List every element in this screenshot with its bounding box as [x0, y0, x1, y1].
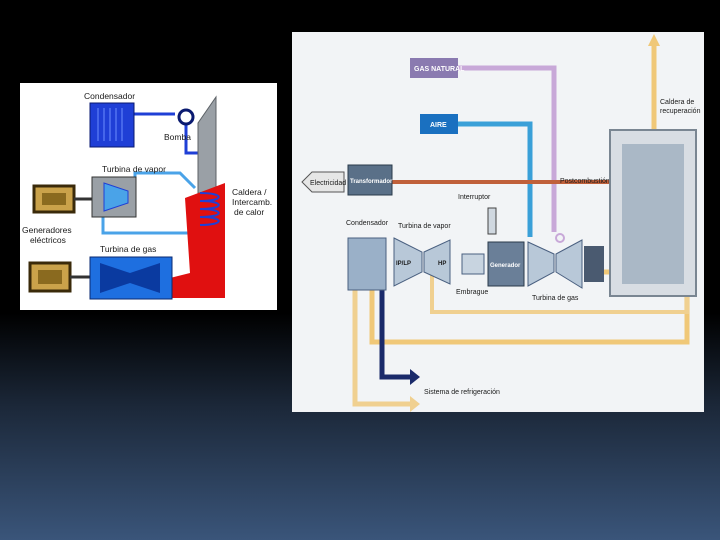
interruptor-switch — [487, 207, 497, 235]
label-generadores-1: Generadores — [22, 225, 72, 235]
label-generadores-2: eléctricos — [30, 235, 66, 245]
label-hp: HP — [438, 261, 446, 267]
condenser-box — [347, 237, 387, 291]
condenser-box — [89, 102, 135, 148]
label-condensador: Condensador — [346, 220, 389, 227]
label-aire: AIRE — [430, 122, 447, 129]
label-sistema-refrigeracion: Sistema de refrigeración — [424, 389, 500, 396]
transformer-box — [347, 164, 393, 196]
label-turbina-gas: Turbina de gas — [100, 244, 156, 254]
label-generador: Generador — [490, 263, 521, 269]
label-embrague: Embrague — [456, 289, 488, 296]
gas-turbine-icon — [100, 263, 160, 293]
steam-turbine-ip-lp — [393, 237, 423, 287]
steam-turbine-hp — [423, 239, 451, 285]
generator-box — [487, 241, 525, 287]
label-postcombustion: Postcombustión — [560, 178, 610, 185]
label-bomba: Bomba — [164, 132, 191, 142]
label-transformador: Transformador — [350, 179, 393, 185]
condenser-coil — [97, 108, 123, 141]
label-turbina-gas: Turbina de gas — [532, 295, 579, 302]
label-caldera-2: recuperación — [660, 108, 701, 115]
air-line — [457, 121, 533, 237]
label-condensador: Condensador — [84, 91, 135, 101]
label-caldera-1: Caldera / — [232, 187, 267, 197]
gas-turbine-exhaust — [584, 246, 604, 282]
gas-turbine-expander — [555, 239, 583, 289]
detailed-combined-cycle-diagram: GAS NATURAL AIRE Electricidad Transforma… — [292, 32, 704, 412]
steam-turbine-icon — [103, 182, 129, 212]
stack — [197, 95, 217, 194]
gas-turbine-compressor — [527, 241, 555, 287]
label-turbina-vapor: Turbina de vapor — [398, 223, 451, 230]
label-electricidad: Electricidad — [310, 180, 346, 187]
label-caldera-2: Intercamb. — [232, 197, 272, 207]
cooling-line-dark — [379, 262, 410, 380]
pump-icon — [177, 108, 195, 126]
gas-natural-tag — [410, 58, 458, 78]
boiler-coil — [199, 192, 220, 226]
boiler-gas-section — [170, 183, 225, 298]
gas-line — [457, 65, 557, 232]
label-gas-natural: GAS NATURAL — [414, 66, 465, 73]
simple-combined-cycle-diagram: Condensador Bomba Caldera / Intercamb. d… — [20, 83, 277, 310]
electricity-tag — [301, 171, 345, 193]
label-turbina-vapor: Turbina de vapor — [102, 164, 166, 174]
cooling-line-light — [352, 287, 410, 407]
label-caldera-1: Caldera de — [660, 99, 694, 106]
aire-tag — [420, 114, 458, 134]
clutch — [461, 253, 485, 275]
label-caldera-3: de calor — [234, 207, 264, 217]
steam-pipe-upper — [133, 171, 197, 193]
label-interruptor: Interruptor — [458, 194, 491, 201]
label-iplp: IP/LP — [396, 261, 411, 267]
